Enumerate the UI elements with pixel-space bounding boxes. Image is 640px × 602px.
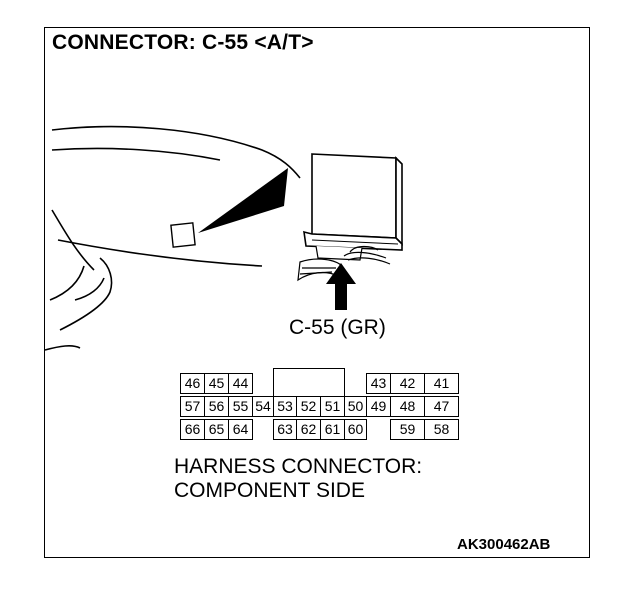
pin-50: 50 — [344, 396, 367, 417]
pin-58: 58 — [424, 419, 459, 440]
dashboard-outline — [44, 125, 301, 351]
pin-48: 48 — [390, 396, 425, 417]
pin-57: 57 — [180, 396, 205, 417]
pin-56: 56 — [204, 396, 229, 417]
wire-harness — [297, 245, 391, 282]
figure-code: AK300462AB — [457, 536, 551, 553]
dash-connector-icon — [170, 222, 196, 248]
pin-66: 66 — [180, 419, 205, 440]
pin-49: 49 — [366, 396, 391, 417]
connector-label: C-55 (GR) — [289, 316, 386, 339]
pin-43: 43 — [366, 373, 391, 394]
pin-60: 60 — [344, 419, 367, 440]
pin-52: 52 — [296, 396, 321, 417]
pin-45: 45 — [204, 373, 229, 394]
pin-61: 61 — [320, 419, 345, 440]
up-arrow-icon — [326, 263, 356, 310]
pin-41: 41 — [424, 373, 459, 394]
diagram-title: CONNECTOR: C-55 <A/T> — [52, 31, 314, 54]
pin-47: 47 — [424, 396, 459, 417]
pin-55: 55 — [228, 396, 253, 417]
ecu-module — [303, 153, 403, 251]
pinout-caption: HARNESS CONNECTOR: COMPONENT SIDE — [174, 455, 422, 503]
pin-63: 63 — [273, 419, 297, 440]
pin-62: 62 — [296, 419, 321, 440]
caption-line-2: COMPONENT SIDE — [174, 479, 365, 502]
connector-key-notch — [273, 368, 345, 397]
pin-59: 59 — [390, 419, 425, 440]
pin-64: 64 — [228, 419, 253, 440]
pin-44: 44 — [228, 373, 253, 394]
zoom-pointer — [198, 168, 288, 233]
pin-54: 54 — [252, 396, 274, 417]
pin-42: 42 — [390, 373, 425, 394]
pin-65: 65 — [204, 419, 229, 440]
caption-line-1: HARNESS CONNECTOR: — [174, 455, 423, 478]
pin-51: 51 — [320, 396, 345, 417]
diagram-frame — [44, 27, 590, 558]
pin-53: 53 — [273, 396, 297, 417]
pin-46: 46 — [180, 373, 205, 394]
